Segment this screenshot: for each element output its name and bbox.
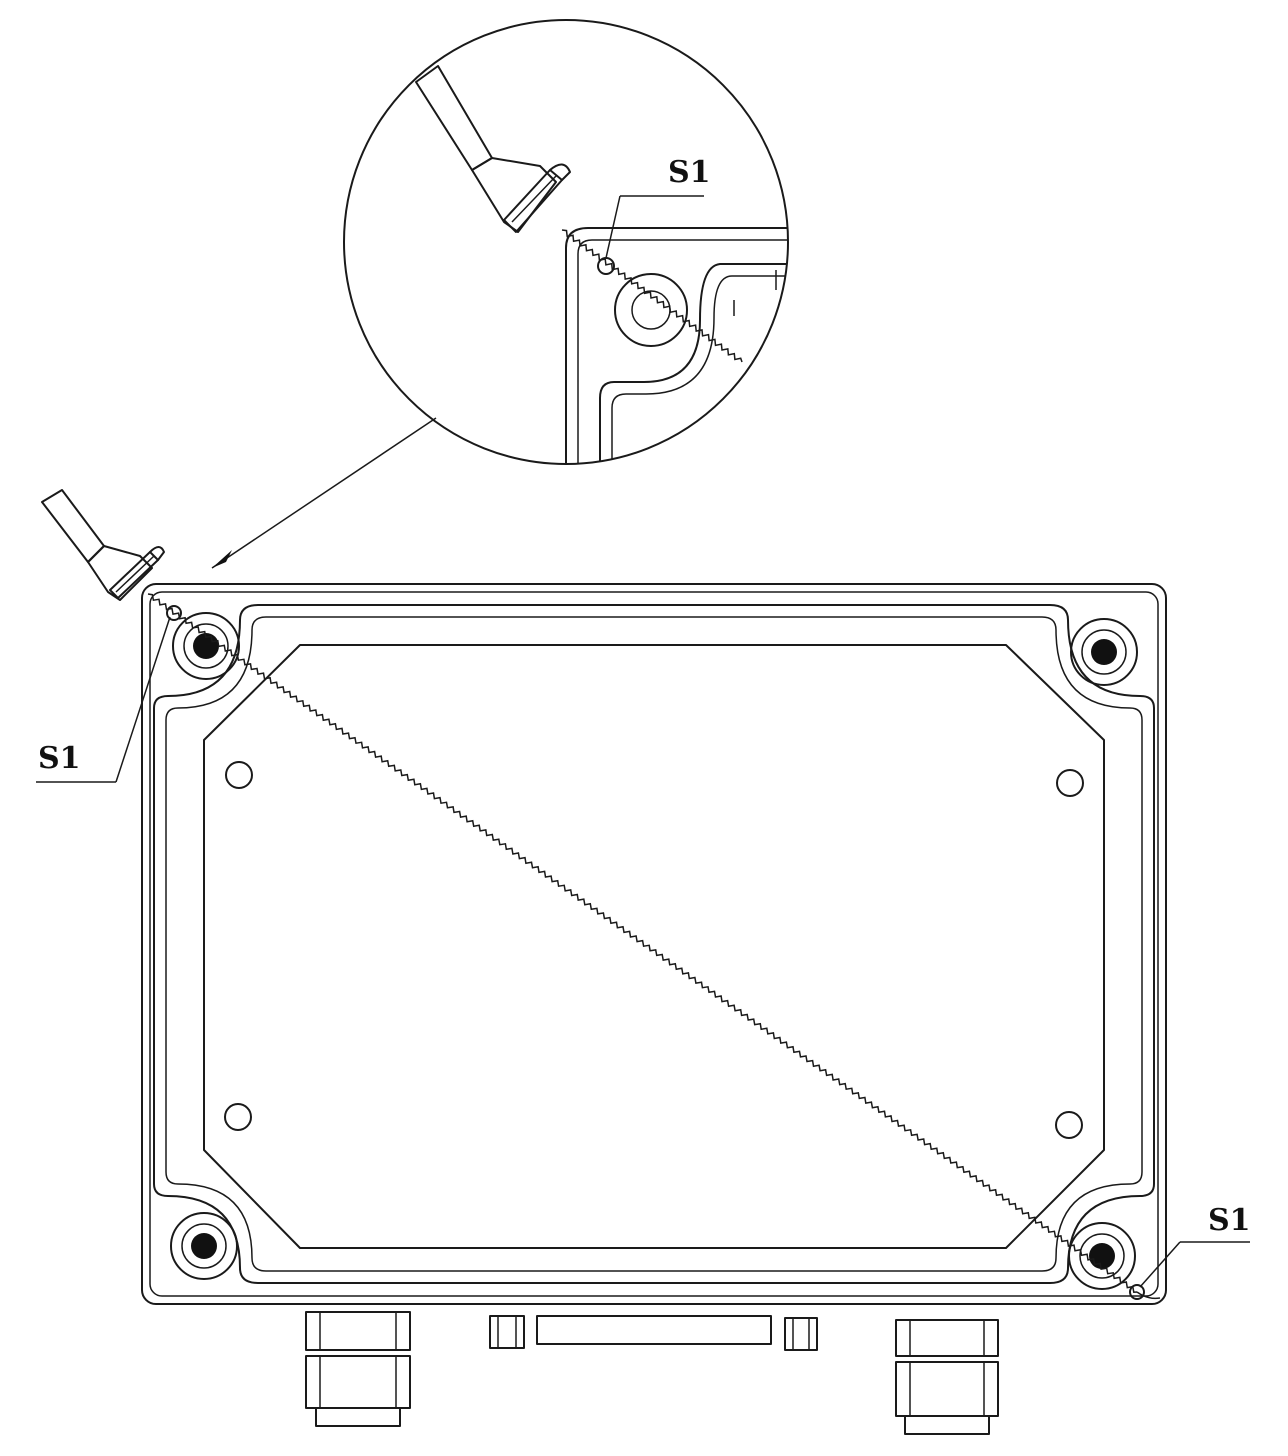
detail-magnifier-circle — [343, 19, 789, 465]
detail-lid-inner — [611, 275, 788, 464]
screw-boss-bottom-right — [1068, 1222, 1136, 1290]
mounting-hole-bottom-right — [1055, 1111, 1083, 1139]
mounting-hole-top-right — [1056, 769, 1084, 797]
screw-boss-top-right — [1070, 618, 1138, 686]
seal-label-left: S1 — [36, 616, 171, 783]
seal-label-right: S1 — [1139, 1203, 1251, 1288]
detail-magnifier: S1 — [343, 19, 789, 465]
seal-wire-diagonal — [147, 593, 1138, 1293]
enclosure-housing — [141, 583, 1167, 1305]
cable-gland-left — [305, 1311, 411, 1427]
detail-screw-boss-outer — [614, 273, 688, 347]
twisted-seal-wire-icon — [561, 229, 743, 363]
seal-hole-bottom-right — [1129, 1284, 1145, 1300]
twisted-seal-wire-icon — [147, 593, 1138, 1293]
seal-wire-tail-bottom-right — [1136, 1291, 1161, 1300]
detail-pointer-arrow — [211, 417, 437, 569]
seal-label-right-text: S1 — [1208, 1203, 1251, 1238]
seal-label-left-text: S1 — [38, 741, 81, 776]
lead-seal-pliers-icon — [41, 489, 165, 601]
detail-housing-inner — [577, 239, 788, 464]
screw-boss-bottom-left — [170, 1212, 238, 1280]
screw-boss-top-left — [172, 612, 240, 680]
detail-housing-outer — [565, 227, 788, 464]
mounting-hole-top-left — [225, 761, 253, 789]
lid-outer-groove — [153, 604, 1155, 1284]
mounting-hole-bottom-left — [224, 1103, 252, 1131]
lid-outline — [153, 604, 1155, 1284]
lid-raised-panel — [203, 644, 1105, 1249]
detail-seal-wire — [561, 229, 743, 363]
detail-lid-outer — [599, 263, 788, 464]
housing-outer-edge — [141, 583, 1167, 1305]
connector-block — [489, 1315, 818, 1351]
cable-gland-right — [895, 1319, 999, 1435]
detail-label-leader — [605, 195, 621, 259]
detail-lead-seal-pliers-icon — [415, 65, 571, 233]
lid-inner-groove — [165, 616, 1143, 1272]
detail-label-text: S1 — [668, 155, 711, 190]
housing-inner-edge — [149, 591, 1159, 1297]
seal-hole-top-left — [166, 605, 182, 621]
